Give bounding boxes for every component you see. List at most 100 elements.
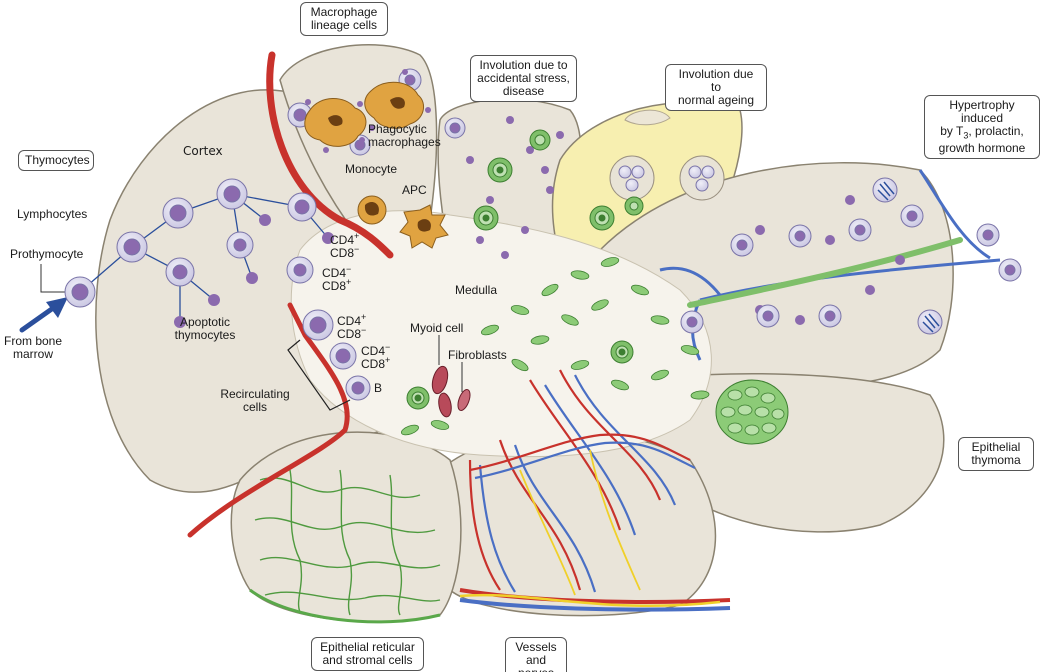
cd8p-low-sup: + <box>385 355 391 365</box>
monocyte-label: Monocyte <box>345 162 398 176</box>
epithelial-reticular-line1: Epithelial reticular <box>320 640 415 654</box>
cd4p-top-text: CD4 <box>330 233 355 247</box>
ageing-clusters <box>609 109 725 201</box>
hypertrophy-line2: by T3, prolactin, <box>931 125 1033 142</box>
hypertrophy-box: Hypertrophy induced by T3, prolactin, gr… <box>924 95 1040 160</box>
lymphocyte-cells <box>64 68 1022 401</box>
bone-marrow-arrow <box>19 297 68 333</box>
cd8m-low-sup: − <box>361 325 367 335</box>
apc-label: APC <box>402 183 427 197</box>
cd8m-low-line: CD8− <box>337 325 367 341</box>
involution-ageing-line2: normal ageing <box>677 93 755 107</box>
involution-stress-line2: accidental stress, <box>477 71 570 85</box>
epithelial-reticular-box: Epithelial reticular and stromal cells <box>311 637 424 671</box>
fibroblasts-label: Fibroblasts <box>448 348 507 362</box>
vessels-and-nerves <box>459 369 731 612</box>
apoptotic-line1: Apoptotic <box>179 315 231 329</box>
cd4p-cd8m-top-label: CD4+ CD8− <box>330 231 360 260</box>
cd8p-top-line: CD8+ <box>322 277 352 293</box>
hassall-corpuscles <box>406 129 644 410</box>
cd4m-top-sup: − <box>346 264 352 274</box>
involution-stress-box: Involution due to accidental stress, dis… <box>470 55 577 102</box>
apoptotic-line2: thymocytes <box>174 328 236 342</box>
artery-bottom <box>187 302 350 538</box>
myoid-label: Myoid cell <box>410 321 464 335</box>
hypertrophy-cells <box>680 177 943 335</box>
cd4m-low-line: CD4− <box>361 343 390 358</box>
thymoma-line2: thymoma <box>971 453 1021 467</box>
phagocytic-line1: Phagocytic <box>368 122 427 136</box>
involution-stress-line3: disease <box>502 84 545 98</box>
hypertrophy-line3: growth hormone <box>938 141 1026 156</box>
macrophage-lineage-box: Macrophage lineage cells <box>300 2 388 36</box>
medulla-region <box>290 210 712 458</box>
artery-top <box>266 51 394 259</box>
phagocytic-line2: macrophages <box>368 135 441 149</box>
cd4m-top-text: CD4 <box>322 266 347 280</box>
prothymocyte-label: Prothymocyte <box>10 247 84 261</box>
lymphocytes-label: Lymphocytes <box>17 207 88 221</box>
cd4p-cd8m-low-label: CD4+ CD8− <box>337 312 367 341</box>
thymoma-line1: Epithelial <box>971 440 1021 454</box>
medulla-label: Medulla <box>455 283 498 297</box>
involution-ageing-line1: Involution due to <box>678 67 754 94</box>
bone-marrow-line2: marrow <box>12 347 53 361</box>
bone-marrow-label: From bone marrow <box>4 335 62 361</box>
cortex-label: Cortex <box>183 144 223 158</box>
apc-cell <box>399 204 449 249</box>
thymocytes-text: Thymocytes <box>25 153 90 167</box>
cd4p-low-line: CD4+ <box>337 312 367 328</box>
cd4p-top-sup: + <box>354 231 360 241</box>
recirculating-line1: Recirculating <box>220 387 290 401</box>
phagocytic-label: Phagocytic macrophages <box>368 123 441 149</box>
epithelial-thymoma-box: Epithelial thymoma <box>958 437 1034 471</box>
recirculating-line2: cells <box>242 400 267 414</box>
recirculating-bracket <box>287 339 351 411</box>
epithelial-reticular-network <box>254 469 441 616</box>
epithelial-lobule <box>230 431 462 623</box>
medulla-epithelial-cells <box>401 257 710 436</box>
thymocytes-box: Thymocytes <box>18 150 94 171</box>
cd4m-cd8p-top-label: CD4− CD8+ <box>322 264 352 293</box>
cd4m-cd8p-low-label: CD4− CD8+ <box>361 343 391 371</box>
vessels-line2: and nerves <box>518 653 554 672</box>
cd8p-top-text: CD8 <box>322 279 347 293</box>
involution-stress-line1: Involution due to <box>479 58 568 72</box>
cd4p-low-text: CD4 <box>337 314 362 328</box>
apoptotic-label: Apoptotic thymocytes <box>160 316 250 342</box>
hypertrophy-line1: Hypertrophy induced <box>949 98 1015 125</box>
recirculating-label: Recirculating cells <box>213 388 297 414</box>
hypertrophy-by-t: by T <box>940 124 964 138</box>
macrophages <box>304 69 431 153</box>
hypertrophy-prolactin: , prolactin, <box>968 124 1024 138</box>
cd8p-low-line: CD8+ <box>361 355 391 371</box>
lobules <box>95 44 954 623</box>
cd8m-top-sup: − <box>354 244 360 254</box>
cd8m-top-line: CD8− <box>330 244 360 260</box>
vessels-nerves-box: Vessels and nerves <box>505 637 567 672</box>
cd8m-low-text: CD8 <box>337 327 362 341</box>
bone-marrow-line1: From bone <box>4 334 63 348</box>
myoid-fibroblast-cells <box>431 365 471 418</box>
cd4p-low-sup: + <box>361 312 367 322</box>
epithelial-border <box>249 588 441 624</box>
cd4m-top-line: CD4− <box>322 264 352 280</box>
cd8m-top-text: CD8 <box>330 246 355 260</box>
epithelial-reticular-line2: and stromal cells <box>322 653 413 667</box>
macrophage-line2: lineage cells <box>310 18 378 32</box>
mitotic-cells <box>877 181 940 333</box>
macrophage-line1: Macrophage <box>310 5 378 19</box>
hypertrophy-epithelial-strand <box>687 237 963 308</box>
cd4p-top-line: CD4+ <box>330 231 360 247</box>
monocyte-cell <box>357 195 387 225</box>
hypertrophy-sub: 3 <box>963 130 969 141</box>
cd8p-top-sup: + <box>346 277 352 287</box>
cd8p-low-text: CD8 <box>361 357 386 371</box>
b-cell-label: B <box>374 381 383 395</box>
vessels-line1: Vessels <box>515 640 557 654</box>
prothymocyte-leader <box>40 264 66 293</box>
thymoma-cluster <box>715 379 789 445</box>
involution-ageing-box: Involution due to normal ageing <box>665 64 767 111</box>
